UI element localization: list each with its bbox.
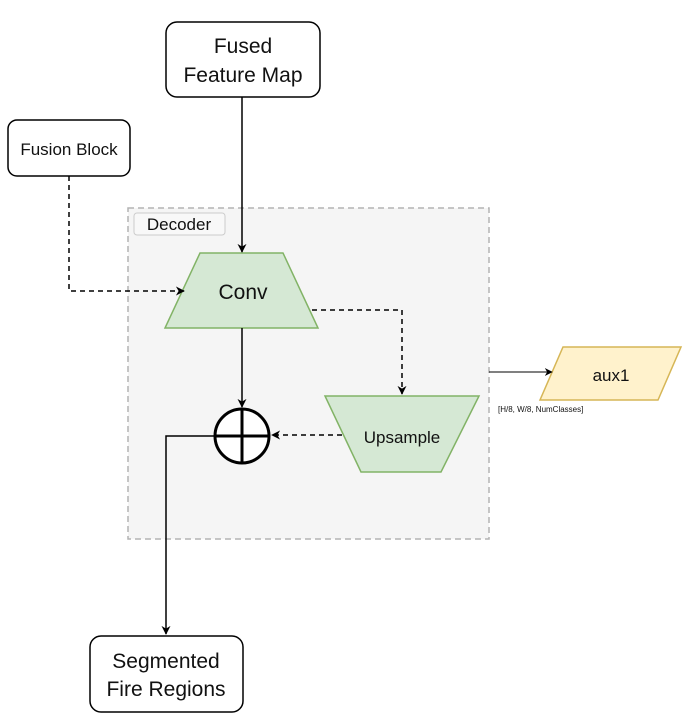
aux1-label: aux1 [593, 366, 630, 385]
conv-node: Conv [163, 252, 320, 329]
connectors [68, 97, 553, 635]
aux1-shape-label: [H/8, W/8, NumClasses] [498, 405, 583, 414]
aux1-node: aux1 [H/8, W/8, NumClasses] [498, 346, 683, 414]
segmented-fire-regions-line2: Fire Regions [106, 678, 225, 701]
conv-label: Conv [218, 281, 268, 304]
segmented-fire-regions-node: Segmented Fire Regions [89, 635, 244, 713]
upsample-node: Upsample [323, 395, 481, 473]
fused-feature-map-line2: Feature Map [183, 64, 302, 87]
upsample-label: Upsample [364, 428, 441, 447]
fused-feature-map-node: Fused Feature Map [165, 21, 321, 98]
edge-fusion-to-conv [68, 176, 185, 296]
decoder-label: Decoder [147, 215, 212, 234]
decoder-container: Decoder [127, 207, 490, 540]
edge-conv-to-upsample [312, 309, 407, 395]
edge-sum-to-output [161, 435, 215, 635]
fusion-block-label: Fusion Block [20, 140, 118, 159]
fusion-block-node: Fusion Block [7, 119, 131, 177]
fused-feature-map-line1: Fused [214, 35, 272, 58]
segmented-fire-regions-line1: Segmented [112, 650, 219, 673]
circled-plus-icon [213, 407, 271, 465]
